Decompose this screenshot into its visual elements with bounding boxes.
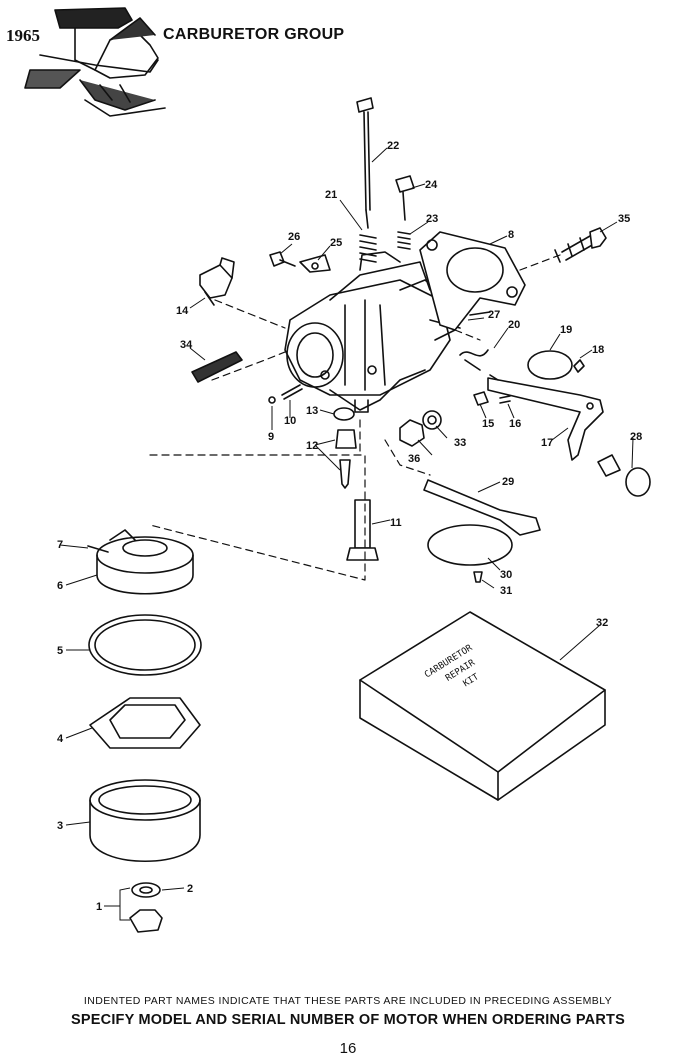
snowmobile-illustration <box>24 7 166 117</box>
washer-13 <box>333 407 355 421</box>
bolt-35 <box>554 227 607 263</box>
callout-1: 1 <box>96 901 102 913</box>
tube-11 <box>346 499 379 561</box>
callout-26: 26 <box>288 231 300 243</box>
plate-30 <box>427 524 513 566</box>
callout-23: 23 <box>426 213 438 225</box>
part-callouts: 1 2 3 4 5 6 7 8 9 10 11 12 13 14 15 16 1… <box>57 140 642 913</box>
callout-13: 13 <box>306 405 318 417</box>
assembly-note: INDENTED PART NAMES INDICATE THAT THESE … <box>83 995 613 1007</box>
model-year: 1965 <box>6 26 40 45</box>
callout-32: 32 <box>596 617 608 629</box>
pin-7 <box>87 545 109 553</box>
throttle-shaft-17 <box>487 374 604 461</box>
gasket-4 <box>89 697 201 749</box>
callout-22: 22 <box>387 140 399 152</box>
callout-27: 27 <box>488 309 500 321</box>
float-6 <box>96 529 194 595</box>
callout-21: 21 <box>325 189 337 201</box>
callout-6: 6 <box>57 580 63 592</box>
valve-plate-19 <box>527 350 573 380</box>
carburetor-body <box>284 251 461 413</box>
callout-17: 17 <box>541 437 553 449</box>
callout-10: 10 <box>284 415 296 427</box>
callout-15: 15 <box>482 418 494 430</box>
callout-4: 4 <box>57 733 64 745</box>
page-number: 16 <box>339 1040 357 1057</box>
callout-2: 2 <box>187 883 193 895</box>
callout-29: 29 <box>502 476 514 488</box>
callout-11: 11 <box>390 517 402 529</box>
page-title: CARBURETOR GROUP <box>163 26 345 43</box>
spring-20 <box>459 349 489 371</box>
elbow-fitting-14 <box>199 257 235 306</box>
knob-28 <box>597 454 651 497</box>
callout-12: 12 <box>306 440 318 452</box>
bowl-3 <box>89 779 201 863</box>
callout-18: 18 <box>592 344 604 356</box>
callout-28: 28 <box>630 431 642 443</box>
screw-26 <box>269 251 296 267</box>
gasket-27 <box>469 311 491 316</box>
callout-36: 36 <box>408 453 420 465</box>
nut-36 <box>399 419 425 447</box>
needle-22 <box>356 97 374 229</box>
repair-kit-box <box>359 611 606 801</box>
callout-30: 30 <box>500 569 512 581</box>
nut-1 <box>129 909 163 933</box>
callout-34: 34 <box>180 339 193 351</box>
jet-12 <box>335 429 357 489</box>
lockwasher-33 <box>422 410 442 430</box>
callout-5: 5 <box>57 645 63 657</box>
callout-3: 3 <box>57 820 63 832</box>
screw-18 <box>573 359 585 373</box>
ordering-instruction: SPECIFY MODEL AND SERIAL NUMBER OF MOTOR… <box>71 1012 625 1028</box>
spring-21 <box>359 234 377 263</box>
callout-35: 35 <box>618 213 630 225</box>
shaft-29 <box>423 479 541 536</box>
gasket-5 <box>88 614 202 676</box>
callout-8: 8 <box>508 229 514 241</box>
flange-gasket <box>419 231 526 331</box>
callout-9: 9 <box>268 431 274 443</box>
callout-25: 25 <box>330 237 342 249</box>
plate-34 <box>191 351 243 383</box>
callout-16: 16 <box>509 418 521 430</box>
ball-9 <box>268 396 276 404</box>
screw-24 <box>395 175 415 221</box>
callout-24: 24 <box>425 179 438 191</box>
spring-23 <box>397 231 411 250</box>
callout-14: 14 <box>176 305 189 317</box>
screw-31 <box>473 571 483 583</box>
spring-10 <box>281 384 303 400</box>
callout-31: 31 <box>500 585 512 597</box>
callout-20: 20 <box>508 319 520 331</box>
callout-19: 19 <box>560 324 572 336</box>
screw-15 <box>473 391 489 406</box>
spring-16 <box>499 395 511 404</box>
bracket-25 <box>299 254 331 273</box>
callout-33: 33 <box>454 437 466 449</box>
washer-2 <box>131 882 161 898</box>
callout-7: 7 <box>57 539 63 551</box>
